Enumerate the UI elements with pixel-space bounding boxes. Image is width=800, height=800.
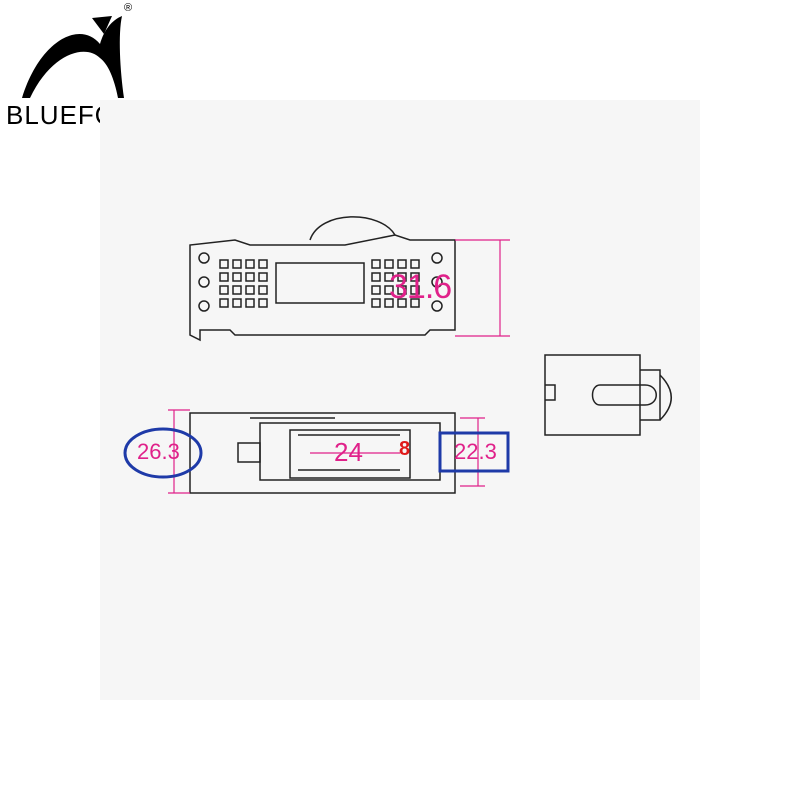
side-view-outline (544, 354, 641, 436)
drawing-lines (123, 216, 672, 494)
dimension-inner-mark: 8 (399, 438, 411, 460)
highlight-ellipse (123, 427, 203, 479)
registered-mark: ® (124, 2, 133, 14)
dimension-height-label: 31.6 (389, 268, 452, 306)
dimension-lines (168, 239, 510, 494)
dimension-inner-label: 24 (334, 437, 363, 467)
fox-head-icon (22, 16, 124, 98)
top-view-wheel (309, 216, 396, 241)
top-view-grid-right (371, 259, 420, 308)
highlight-box (438, 431, 510, 473)
top-view-grid-left (219, 259, 268, 308)
bottom-view-outline (189, 412, 456, 494)
technical-drawing (100, 100, 700, 700)
top-view-outline (189, 234, 456, 342)
dimension-right-label: 22.3 (454, 439, 497, 464)
dimension-left-label: 26.3 (137, 439, 180, 464)
